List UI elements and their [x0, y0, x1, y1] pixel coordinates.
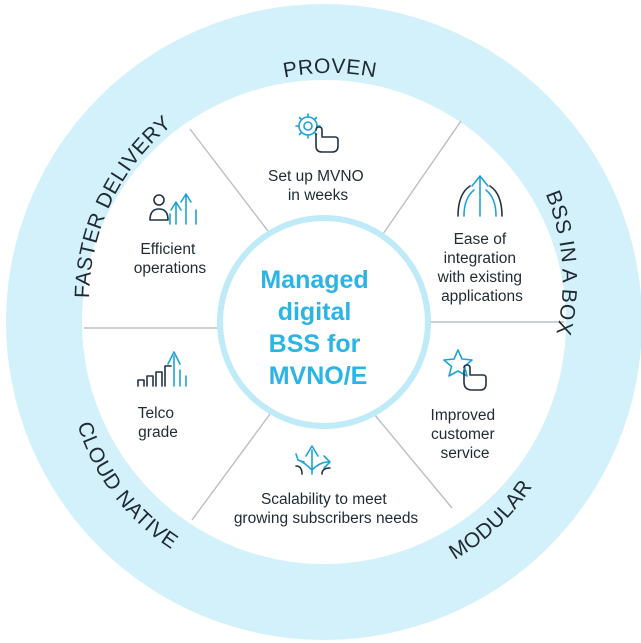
segment-efficient-operations: Efficient operations: [134, 193, 207, 277]
people-arrows-icon: [149, 193, 197, 225]
segment-ease-of-integration-label: Ease of integration with existing applic…: [437, 231, 527, 305]
segment-ease-of-integration: Ease of integration with existing applic…: [437, 175, 527, 305]
center-line-3: BSS for: [269, 330, 361, 358]
segment-improved-customer-service-label: Improved customer service: [431, 407, 500, 462]
center-line-4: MVNO/E: [269, 362, 368, 390]
gear-hand-icon: [295, 113, 339, 153]
segment-telco-grade: Telco grade: [137, 351, 187, 441]
segment-setup-mvno: Set up MVNO in weeks: [268, 113, 368, 204]
segment-efficient-operations-label: Efficient operations: [134, 241, 207, 277]
center-line-1: Managed: [260, 266, 368, 294]
center-title: Managed digital BSS for MVNO/E: [260, 266, 375, 390]
segment-improved-customer-service: Improved customer service: [431, 349, 500, 462]
rising-bars-icon: [137, 351, 187, 387]
center-circle: [217, 215, 431, 429]
segment-setup-mvno-label: Set up MVNO in weeks: [268, 168, 368, 204]
star-hand-icon: [443, 349, 487, 391]
diverging-arrows-icon: [295, 445, 331, 475]
segment-scalability-label: Scalability to meet growing subscribers …: [234, 491, 419, 527]
segment-dividers: [84, 120, 564, 521]
converging-arrows-icon: [457, 175, 503, 217]
center-line-2: digital: [278, 298, 352, 326]
segment-telco-grade-label: Telco grade: [138, 405, 179, 441]
segment-scalability: Scalability to meet growing subscribers …: [234, 445, 419, 527]
